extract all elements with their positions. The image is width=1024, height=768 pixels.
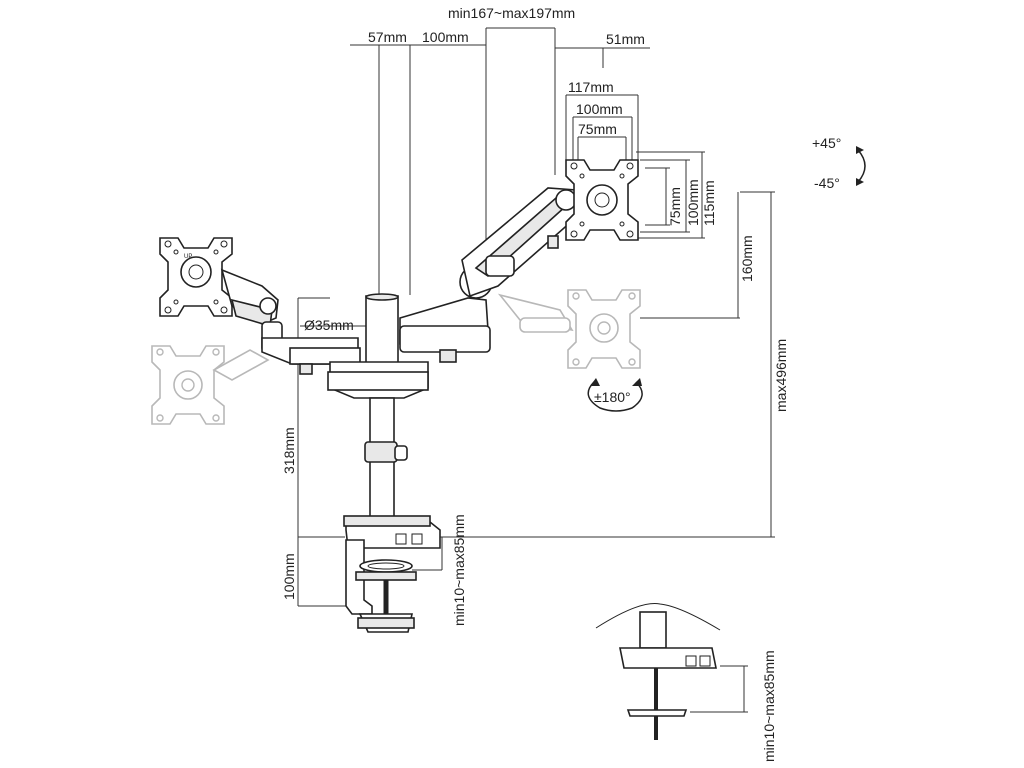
max-height-label: max496mm bbox=[773, 339, 789, 412]
rotate-arrow-icon bbox=[587, 378, 643, 412]
left-arm bbox=[220, 268, 361, 375]
clamp-range-label: min10~max85mm bbox=[451, 514, 467, 626]
pole-diameter-label: Ø35mm bbox=[304, 317, 354, 333]
tilt-down-label: -45° bbox=[814, 175, 840, 191]
vesa-75-horizontal-label: 75mm bbox=[578, 121, 617, 137]
left-ghost-vesa-plate bbox=[151, 345, 270, 425]
vesa-100-horizontal-label: 100mm bbox=[576, 101, 623, 117]
offset-57-label: 57mm bbox=[368, 29, 407, 45]
vesa-up-label: UP bbox=[184, 254, 192, 260]
tilt-up-label: +45° bbox=[812, 135, 841, 151]
vesa-117-label: 117mm bbox=[568, 79, 614, 95]
vesa-115-vertical-label: 115mm bbox=[701, 180, 717, 226]
right-ghost-vesa-plate bbox=[497, 289, 641, 369]
pole-height-label: 318mm bbox=[281, 427, 297, 474]
pole-and-base bbox=[327, 293, 441, 633]
reach-label: min167~max197mm bbox=[448, 5, 575, 21]
clamp-detail bbox=[595, 603, 748, 740]
vesa-75-vertical-label: 75mm bbox=[667, 187, 683, 226]
left-vesa-plate: UP bbox=[159, 237, 233, 317]
offset-100-label: 100mm bbox=[422, 29, 469, 45]
tilt-arrow-icon bbox=[856, 146, 866, 186]
top-dimension-lines bbox=[297, 27, 775, 607]
dimension-labels: min167~max197mm 57mm 100mm 51mm 117mm 10… bbox=[281, 5, 841, 762]
offset-51-label: 51mm bbox=[606, 31, 645, 47]
right-arm bbox=[399, 187, 581, 363]
clamp-height-label: 100mm bbox=[281, 553, 297, 600]
height-160-label: 160mm bbox=[739, 235, 755, 282]
vesa-100-vertical-label: 100mm bbox=[685, 179, 701, 226]
right-vesa-plate bbox=[565, 159, 639, 241]
clamp-range-detail-label: min10~max85mm bbox=[761, 650, 777, 762]
rotate-label: ±180° bbox=[594, 389, 631, 405]
